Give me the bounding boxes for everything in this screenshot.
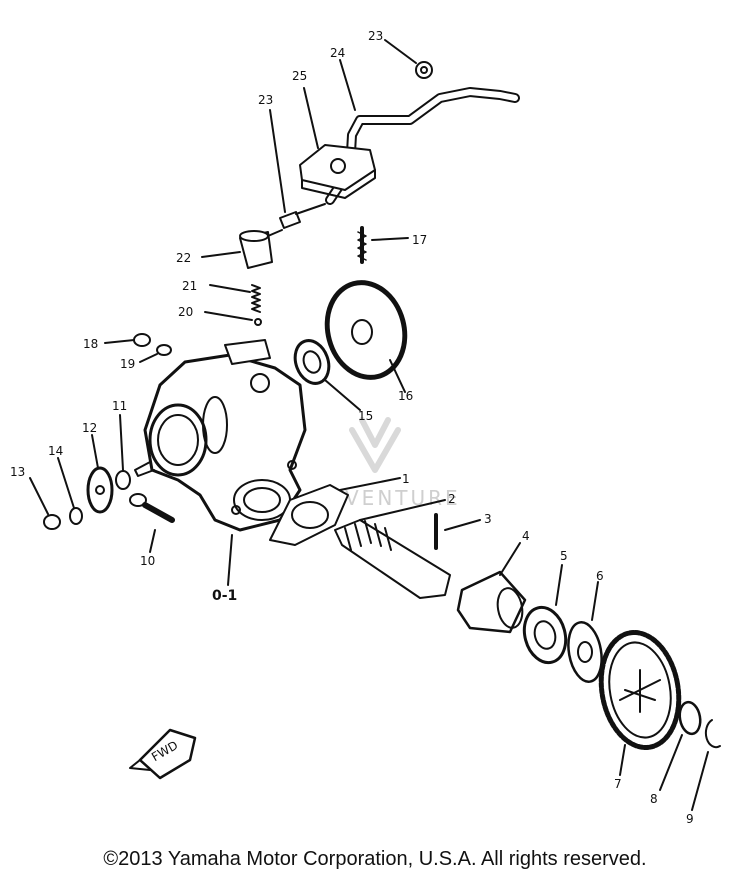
part-9-circlip — [691, 719, 721, 811]
label-14: 14 — [48, 444, 63, 458]
label-5: 5 — [560, 549, 568, 563]
part-3-pin — [434, 513, 481, 550]
part-21-spring — [209, 284, 261, 313]
label-11: 11 — [112, 399, 127, 413]
label-25: 25 — [292, 69, 307, 83]
label-4: 4 — [522, 529, 530, 543]
part-22-fitting — [201, 229, 283, 269]
label-0-1: 0-1 — [212, 588, 237, 604]
label-3: 3 — [484, 512, 492, 526]
parts-exploded-diagram: VENTURE — [10, 29, 721, 826]
label-2: 2 — [448, 492, 456, 506]
part-14-washer — [57, 457, 83, 525]
part-17-pin — [357, 226, 409, 264]
label-1: 1 — [402, 472, 410, 486]
label-13: 13 — [10, 465, 25, 479]
part-23-nut-top — [384, 39, 433, 79]
label-19: 19 — [120, 357, 135, 371]
label-15: 15 — [358, 409, 373, 423]
part-16-disc — [324, 280, 408, 393]
part-0-1-pump-assembly — [134, 339, 307, 586]
part-20-ball — [204, 311, 262, 326]
part-11-washer — [115, 414, 131, 490]
part-18-screw — [104, 333, 151, 347]
label-18: 18 — [83, 337, 98, 351]
label-6: 6 — [596, 569, 604, 583]
part-4-collar — [456, 542, 527, 634]
part-19-washer — [139, 344, 172, 363]
label-16: 16 — [398, 389, 413, 403]
part-7-gear — [598, 630, 682, 776]
label-7: 7 — [614, 777, 622, 791]
part-1-gasket — [269, 477, 401, 546]
watermark-logo — [349, 417, 401, 473]
watermark-text: VENTURE — [345, 486, 461, 510]
label-12: 12 — [82, 421, 97, 435]
label-8: 8 — [650, 792, 658, 806]
part-15-bearing — [293, 339, 361, 411]
part-8-washer — [659, 700, 702, 791]
part-6-washer — [567, 581, 603, 683]
label-24: 24 — [330, 46, 345, 60]
label-10: 10 — [140, 554, 155, 568]
part-23-bolt — [269, 109, 326, 229]
label-20: 20 — [178, 305, 193, 319]
label-21: 21 — [182, 279, 197, 293]
part-13-nut — [29, 477, 61, 530]
fwd-arrow-icon — [129, 728, 197, 780]
label-22: 22 — [176, 251, 191, 265]
label-23b: 23 — [258, 93, 273, 107]
part-2-worm-shaft — [334, 499, 451, 599]
copyright-notice: ©2013 Yamaha Motor Corporation, U.S.A. A… — [103, 848, 647, 870]
part-12-plate — [86, 434, 114, 514]
label-9: 9 — [686, 812, 694, 826]
part-5-bearing — [522, 564, 568, 665]
part-10-bolt — [129, 493, 175, 553]
part-labels: 23 24 25 23 17 22 21 20 18 19 16 15 11 1… — [10, 29, 694, 826]
label-23a: 23 — [368, 29, 383, 43]
label-17: 17 — [412, 233, 427, 247]
part-25-plate — [299, 87, 376, 199]
